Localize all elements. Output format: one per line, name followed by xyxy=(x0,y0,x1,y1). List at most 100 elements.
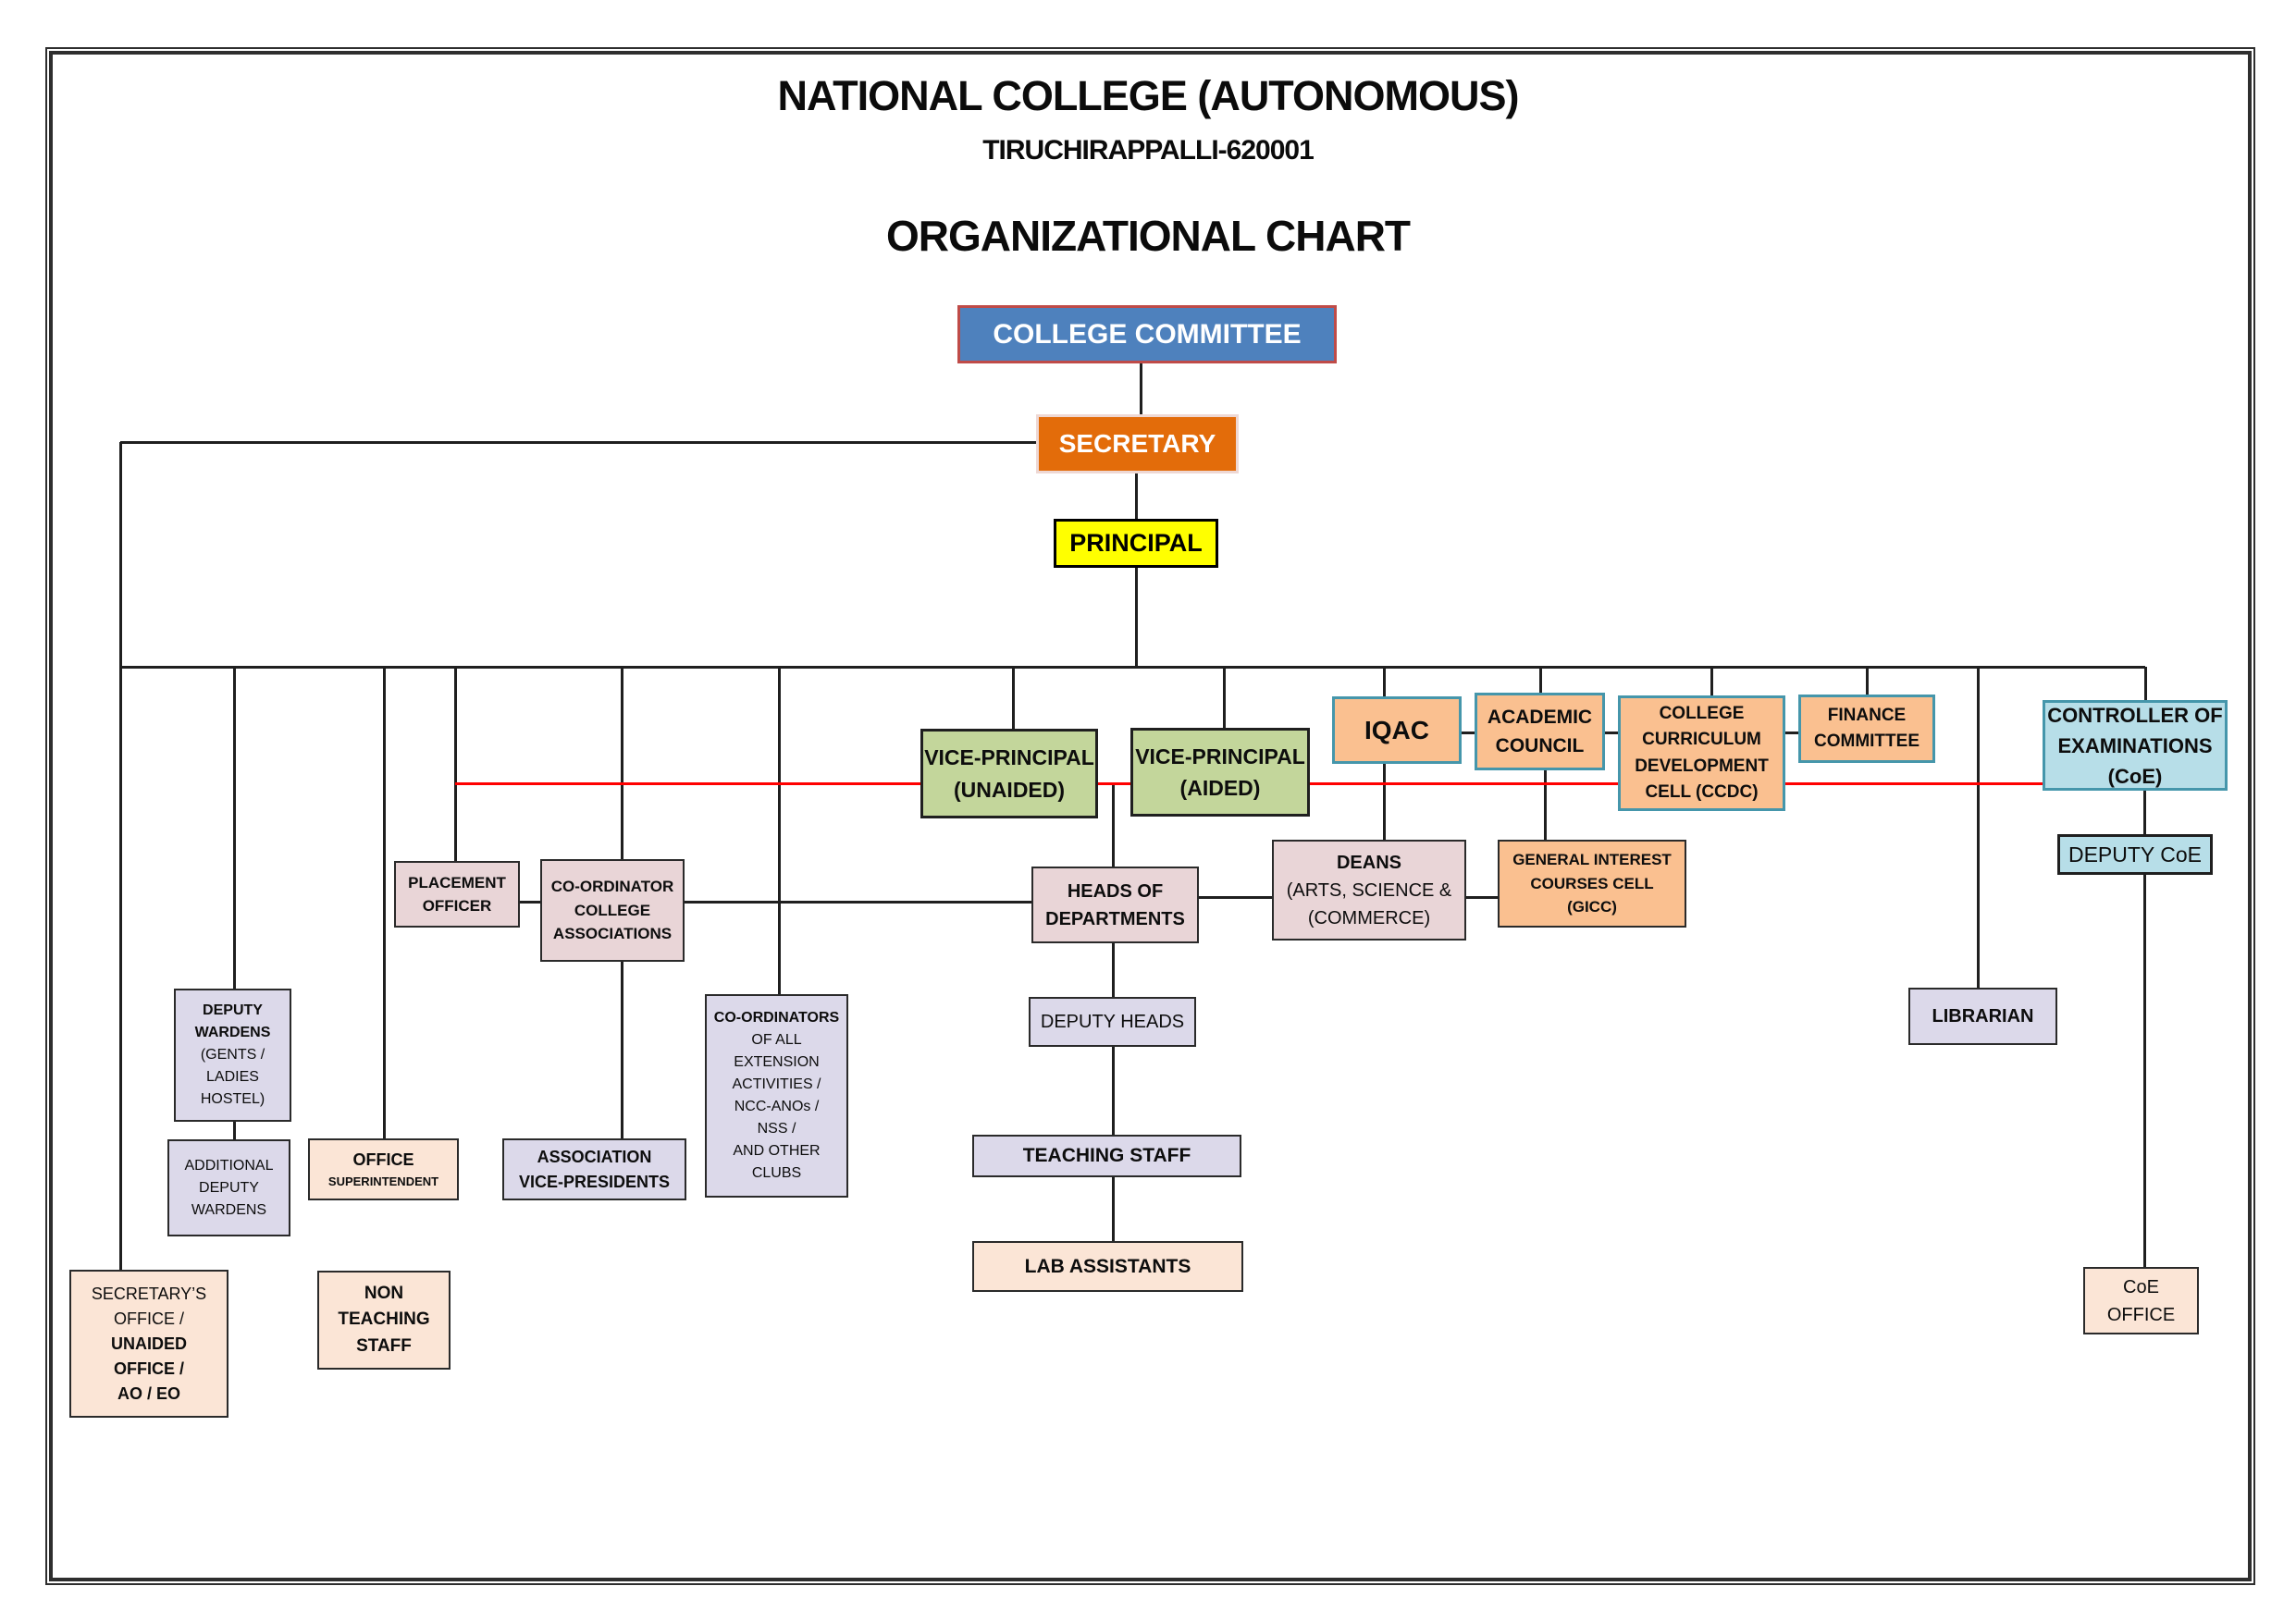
node-deputy-wardens-label: WARDENS xyxy=(194,1025,271,1040)
connector-line xyxy=(1976,667,1980,988)
connector-line xyxy=(1538,667,1542,693)
connector-line xyxy=(453,667,457,861)
node-non-teaching-staff-label: NON xyxy=(364,1283,404,1303)
node-non-teaching-staff-label: TEACHING xyxy=(338,1309,430,1330)
node-gicc-label: COURSES CELL xyxy=(1530,874,1654,892)
connector-line xyxy=(520,900,540,904)
node-controller-of-examinations-label: (CoE) xyxy=(2107,764,2163,788)
node-ccdc-label: CURRICULUM xyxy=(1642,730,1761,749)
node-iqac-label: IQAC xyxy=(1364,715,1429,744)
chart-title: ORGANIZATIONAL CHART xyxy=(885,212,1411,260)
node-coordinator-college-associations-label: COLLEGE xyxy=(574,901,651,919)
node-office-superintendent-label: SUPERINTENDENT xyxy=(327,1174,439,1189)
node-deputy-wardens-label: (GENTS / xyxy=(200,1047,265,1063)
node-placement-officer-label: OFFICER xyxy=(422,897,492,915)
connector-line xyxy=(620,667,623,859)
node-coe-office: CoE OFFICE xyxy=(2083,1267,2199,1334)
node-secretarys-office-label: AO / EO xyxy=(117,1383,180,1403)
connector-line xyxy=(1139,363,1142,414)
node-non-teaching-staff-label: STAFF xyxy=(356,1335,412,1356)
college-city-subtitle: TIRUCHIRAPPALLI-620001 xyxy=(982,135,1315,166)
node-academic-council-label: COUNCIL xyxy=(1495,735,1585,756)
node-additional-deputy-wardens-label: WARDENS xyxy=(191,1201,267,1218)
node-secretarys-office-label: SECRETARY’S xyxy=(91,1284,207,1303)
node-vice-principal-unaided: VICE-PRINCIPAL(UNAIDED) xyxy=(920,729,1098,818)
connector-line xyxy=(2143,667,2147,700)
node-coe-office-label: CoE xyxy=(2123,1276,2159,1297)
node-vice-principal-aided-label: VICE-PRINCIPAL xyxy=(1135,744,1305,768)
node-lab-assistants: LAB ASSISTANTS xyxy=(972,1241,1243,1292)
node-coordinator-college-associations-label: CO-ORDINATOR xyxy=(550,878,674,896)
node-coordinators-extension-activities-label: OF ALL xyxy=(751,1032,802,1048)
connector-line xyxy=(1111,1047,1115,1135)
connector-line xyxy=(1111,1177,1115,1241)
connector-line xyxy=(1382,667,1386,696)
connector-line xyxy=(1543,770,1547,840)
node-placement-officer: PLACEMENT OFFICER xyxy=(394,861,520,928)
node-finance-committee-label: FINANCE xyxy=(1827,705,1907,725)
node-controller-of-examinations-label: EXAMINATIONS xyxy=(2057,733,2213,757)
node-deputy-wardens-label: HOSTEL) xyxy=(200,1091,265,1107)
connector-line xyxy=(1605,731,1618,734)
node-deputy-wardens-label: LADIES xyxy=(206,1069,259,1085)
node-controller-of-examinations-label: CONTROLLER OF xyxy=(2047,703,2223,727)
node-vice-principal-aided-label: (AIDED) xyxy=(1179,776,1261,800)
connector-line xyxy=(1134,473,1138,519)
connector-line xyxy=(1462,731,1475,734)
connector-line xyxy=(1199,895,1272,899)
node-coordinators-extension-activities-label: EXTENSION xyxy=(734,1054,820,1070)
node-coordinators-extension-activities-label: CO-ORDINATORS xyxy=(713,1010,840,1026)
node-coordinators-extension-activities-label: CLUBS xyxy=(751,1165,802,1181)
connector-line xyxy=(1111,783,1115,867)
connector-line xyxy=(1785,731,1798,734)
page-border-inner xyxy=(49,51,2252,1581)
node-additional-deputy-wardens-label: ADDITIONAL xyxy=(184,1157,274,1174)
node-deputy-wardens-label: DEPUTY xyxy=(203,1002,263,1018)
node-librarian-label: LIBRARIAN xyxy=(1932,1006,2034,1027)
node-deputy-heads: DEPUTY HEADS xyxy=(1029,997,1196,1047)
node-ccdc-label: DEVELOPMENT xyxy=(1635,756,1769,776)
college-name-title: NATIONAL COLLEGE (AUTONOMOUS) xyxy=(777,72,1520,119)
connector-line xyxy=(620,962,623,1138)
node-vice-principal-unaided-label: VICE-PRINCIPAL xyxy=(924,745,1094,769)
connector-line xyxy=(2142,875,2146,1267)
connector-line xyxy=(118,442,122,1270)
node-office-superintendent: OFFICE SUPERINTENDENT xyxy=(308,1138,459,1200)
node-lab-assistants-label: LAB ASSISTANTS xyxy=(1024,1255,1191,1277)
node-coordinators-extension-activities-label: AND OTHER xyxy=(733,1143,821,1159)
node-heads-of-departments-label: DEPARTMENTS xyxy=(1045,908,1185,929)
node-placement-officer-label: PLACEMENT xyxy=(408,873,506,891)
node-association-vice-presidents-label: VICE-PRESIDENTS xyxy=(518,1172,671,1191)
connector-line xyxy=(685,900,1031,904)
node-deputy-coe: DEPUTY CoE xyxy=(2057,834,2213,875)
connector-line xyxy=(1222,667,1226,728)
node-deans: DEANS(ARTS, SCIENCE &(COMMERCE) xyxy=(1272,840,1466,941)
node-academic-council-label: ACADEMIC xyxy=(1487,706,1593,728)
connector-line xyxy=(1111,943,1115,997)
node-secretarys-office-label: UNAIDED xyxy=(110,1334,187,1353)
node-teaching-staff: TEACHING STAFF xyxy=(972,1135,1241,1177)
node-deans-label: DEANS xyxy=(1336,852,1401,873)
node-heads-of-departments: HEADS OF DEPARTMENTS xyxy=(1031,867,1199,943)
connector-line xyxy=(1134,568,1138,668)
node-deans-label: (COMMERCE) xyxy=(1307,907,1431,928)
connector-line xyxy=(1382,764,1386,840)
node-coordinators-extension-activities-label: NCC-ANOs / xyxy=(734,1099,820,1114)
connector-line xyxy=(777,667,781,994)
node-coordinator-college-associations-label: ASSOCIATIONS xyxy=(552,925,673,943)
node-principal: PRINCIPAL xyxy=(1054,519,1218,568)
connector-line xyxy=(1011,667,1015,729)
node-office-superintendent-label: OFFICE xyxy=(352,1150,414,1170)
node-gicc-label: GENERAL INTEREST xyxy=(1512,851,1672,869)
node-heads-of-departments-label: HEADS OF xyxy=(1067,880,1164,902)
node-secretary-label: SECRETARY xyxy=(1058,429,1216,458)
node-coe-office-label: OFFICE xyxy=(2106,1304,2176,1325)
node-controller-of-examinations: CONTROLLER OF EXAMINATIONS (CoE) xyxy=(2043,700,2228,791)
node-secretarys-office-label: OFFICE / xyxy=(114,1309,184,1328)
connector-line xyxy=(120,665,2145,669)
node-teaching-staff-label: TEACHING STAFF xyxy=(1022,1145,1191,1167)
